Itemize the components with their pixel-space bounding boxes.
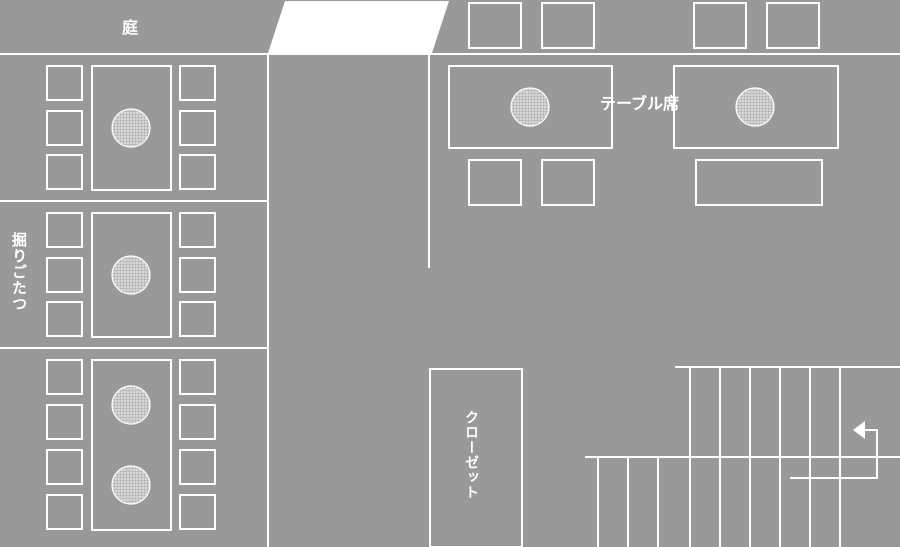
cushion bbox=[46, 301, 83, 337]
cushion bbox=[179, 154, 216, 190]
booth-table bbox=[91, 65, 172, 191]
closet bbox=[429, 368, 523, 547]
dining-table bbox=[673, 65, 839, 149]
grill-burner bbox=[111, 385, 151, 425]
cushion bbox=[46, 257, 83, 293]
chair bbox=[766, 2, 820, 49]
dining-table bbox=[448, 65, 613, 149]
cushion bbox=[46, 449, 83, 485]
grill-burner bbox=[111, 465, 151, 505]
cushion bbox=[179, 65, 216, 101]
chair bbox=[541, 2, 595, 49]
grill-burner bbox=[111, 255, 151, 295]
table-seats-label: テーブル席 bbox=[600, 94, 680, 113]
arrow-turn-up-left-icon bbox=[790, 421, 878, 479]
horigotatsu-label: 掘りごたつ bbox=[10, 232, 28, 312]
cushion bbox=[179, 494, 216, 530]
cushion bbox=[46, 494, 83, 530]
cushion bbox=[179, 359, 216, 395]
cushion bbox=[179, 404, 216, 440]
cushion bbox=[46, 212, 83, 248]
cushion bbox=[179, 449, 216, 485]
booth-table bbox=[91, 212, 172, 338]
chair bbox=[693, 2, 747, 49]
cushion bbox=[179, 257, 216, 293]
cushion bbox=[46, 359, 83, 395]
cushion bbox=[46, 65, 83, 101]
grill-burner bbox=[111, 108, 151, 148]
cushion bbox=[179, 212, 216, 248]
bench bbox=[695, 159, 823, 206]
cushion bbox=[46, 154, 83, 190]
cushion bbox=[179, 301, 216, 337]
chair bbox=[468, 159, 522, 206]
cushion bbox=[46, 110, 83, 146]
chair bbox=[468, 2, 522, 49]
entrance bbox=[268, 1, 449, 53]
cushion bbox=[179, 110, 216, 146]
closet-label: クローゼット bbox=[463, 410, 479, 500]
grill-burner bbox=[510, 87, 550, 127]
booth-table bbox=[91, 359, 172, 531]
garden-label: 庭 bbox=[122, 18, 139, 37]
chair bbox=[541, 159, 595, 206]
grill-burner bbox=[735, 87, 775, 127]
cushion bbox=[46, 404, 83, 440]
